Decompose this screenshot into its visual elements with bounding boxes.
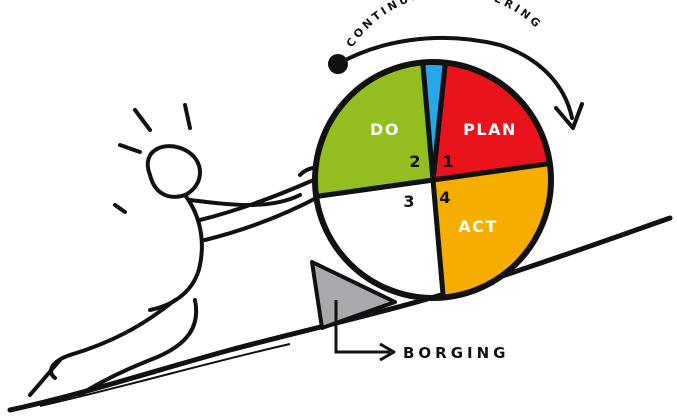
wedge-shape bbox=[310, 260, 397, 330]
quadrant-label-do: DO bbox=[370, 120, 400, 139]
cycle-title: CONTINUE VERBETERING bbox=[344, 0, 542, 50]
borging-arrowhead-icon bbox=[379, 342, 396, 362]
improvement-arc bbox=[336, 35, 574, 120]
quadrant-label-act: ACT bbox=[458, 217, 498, 236]
borging-wedge bbox=[310, 260, 397, 330]
quadrant-number-3: 3 bbox=[403, 192, 414, 211]
svg-text:CONTINUE VERBETERING: CONTINUE VERBETERING bbox=[344, 0, 545, 50]
quadrant-number-4: 4 bbox=[439, 188, 450, 207]
borging-arrow bbox=[334, 300, 390, 354]
slope-shadow bbox=[39, 343, 291, 407]
quadrant-label-check: CHECK bbox=[347, 217, 415, 236]
quadrant-number-1: 1 bbox=[442, 152, 453, 171]
pushing-figure bbox=[28, 103, 339, 397]
wheel-rim bbox=[312, 59, 554, 301]
arc-arrowhead-icon bbox=[554, 102, 584, 130]
quadrant-number-2: 2 bbox=[409, 152, 420, 171]
arc-start-dot bbox=[328, 54, 348, 74]
quadrant-label-plan: PLAN bbox=[463, 120, 517, 139]
borging-label: BORGING bbox=[403, 344, 510, 362]
